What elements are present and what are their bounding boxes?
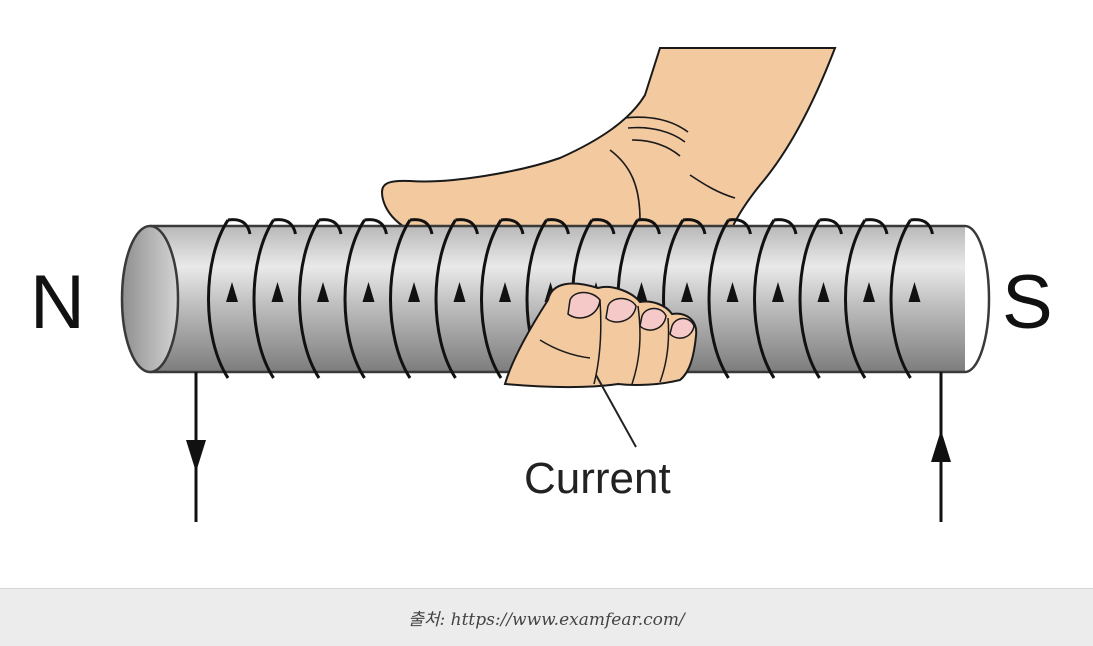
rod-right-end: [965, 226, 989, 372]
rod-left-cap: [122, 226, 178, 372]
north-pole-label: N: [30, 260, 85, 345]
source-caption: 출처: https://www.examfear.com/: [408, 605, 685, 630]
hand-icon: [382, 48, 835, 236]
solenoid-diagram: N S Current: [0, 0, 1093, 588]
south-pole-label: S: [1002, 260, 1053, 345]
hand-palm: [382, 48, 835, 236]
caption-bar: 출처: https://www.examfear.com/: [0, 588, 1093, 646]
current-label: Current: [524, 454, 671, 503]
arrow-down-icon: [186, 440, 206, 472]
arrow-up-icon: [931, 430, 951, 462]
diagram-canvas: N S Current: [0, 0, 1093, 588]
wire-lead-right: [931, 372, 951, 522]
wire-lead-left: [186, 372, 206, 522]
